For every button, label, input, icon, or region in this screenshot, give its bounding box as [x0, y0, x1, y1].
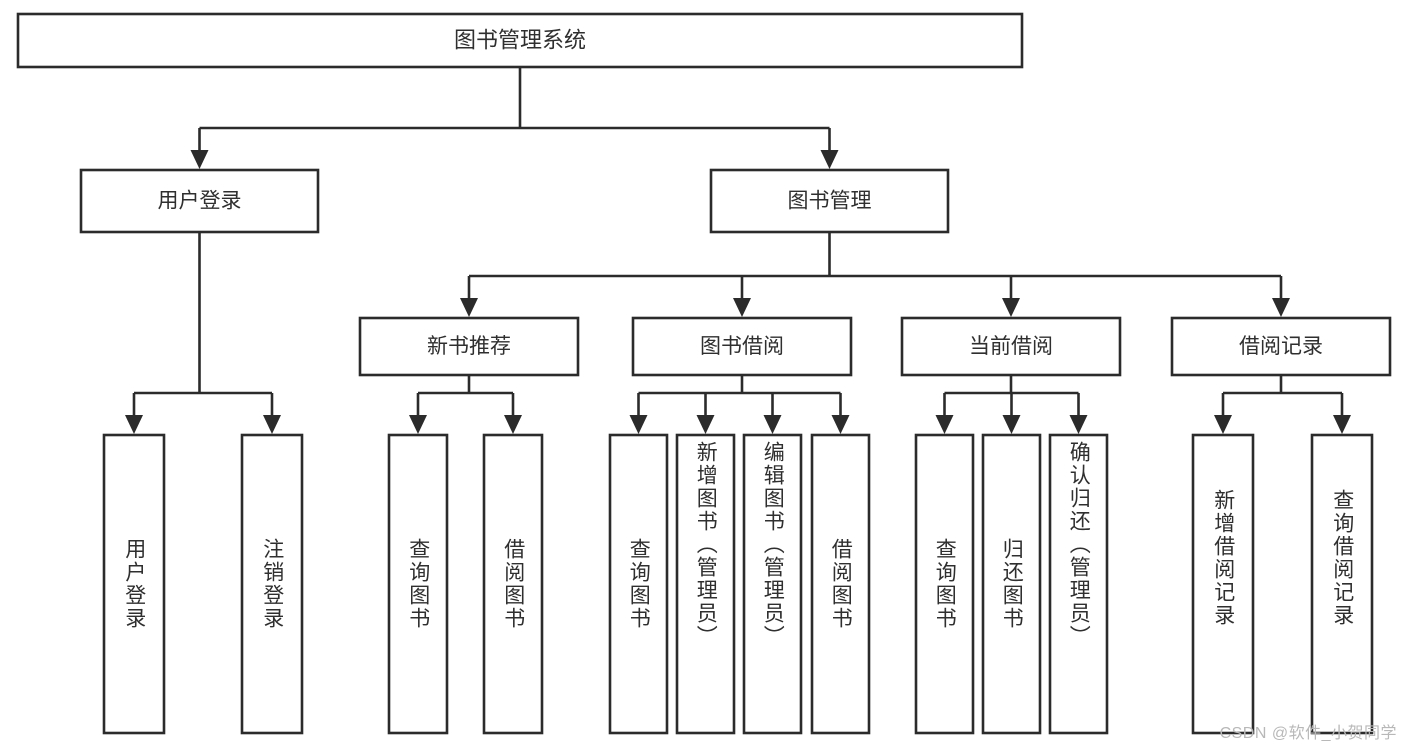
node-book-manage[interactable]: 图书管理	[709, 168, 950, 234]
arrow-head-icon	[125, 415, 143, 434]
node-leaf-user-logout[interactable]	[240, 433, 304, 735]
node-user-login[interactable]: 用户登录	[79, 168, 320, 234]
arrow-head-icon	[1272, 298, 1290, 317]
node-leaf-query-book-brw[interactable]	[608, 433, 669, 735]
node-label: 新书推荐	[427, 335, 511, 358]
node-box	[1310, 433, 1374, 735]
arrow-head-icon	[1002, 415, 1021, 434]
node-leaf-add-borrow-record[interactable]	[1191, 433, 1255, 735]
node-label: 当前借阅	[969, 335, 1053, 358]
arrow-head-icon	[820, 150, 839, 169]
node-leaf-user-login[interactable]	[102, 433, 166, 735]
node-box	[16, 12, 1024, 69]
node-box	[981, 433, 1042, 735]
arrow-head-icon	[504, 415, 522, 434]
node-box	[102, 433, 166, 735]
arrow-head-icon	[733, 298, 751, 317]
node-box	[914, 433, 975, 735]
arrow-head-icon	[263, 415, 281, 434]
node-label: 图书借阅	[700, 335, 784, 358]
node-label: 借阅记录	[1239, 335, 1323, 358]
arrow-head-icon	[460, 298, 478, 317]
node-leaf-borrow-book-rec[interactable]	[482, 433, 544, 735]
node-box	[387, 433, 449, 735]
node-new-book-rec[interactable]: 新书推荐	[358, 316, 580, 377]
node-label: 图书管理系统	[454, 27, 586, 52]
edges-layer	[125, 67, 1351, 434]
node-leaf-query-book-rec[interactable]	[387, 433, 449, 735]
arrow-head-icon	[1333, 415, 1351, 434]
arrow-head-icon	[831, 415, 850, 434]
node-box	[1048, 433, 1109, 735]
node-box	[358, 316, 580, 377]
node-label: 用户登录	[158, 190, 242, 213]
node-leaf-query-book-cur[interactable]	[914, 433, 975, 735]
node-leaf-add-book[interactable]	[675, 433, 736, 735]
arrow-head-icon	[1002, 298, 1020, 317]
node-label: 图书管理	[788, 190, 872, 213]
arrow-head-icon	[1069, 415, 1088, 434]
node-leaf-edit-book[interactable]	[742, 433, 803, 735]
arrow-head-icon	[190, 150, 209, 169]
node-box	[608, 433, 669, 735]
arrow-head-icon	[763, 415, 782, 434]
watermark-text: CSDN @软件_小贺同学	[1219, 725, 1397, 742]
node-leaf-return-book[interactable]	[981, 433, 1042, 735]
node-leaf-query-borrow-record[interactable]	[1310, 433, 1374, 735]
arrow-head-icon	[696, 415, 715, 434]
node-box	[900, 316, 1122, 377]
node-leaf-confirm-return[interactable]	[1048, 433, 1109, 735]
node-current-borrow[interactable]: 当前借阅	[900, 316, 1122, 377]
node-box	[675, 433, 736, 735]
arrow-head-icon	[629, 415, 648, 434]
node-box	[1191, 433, 1255, 735]
node-root[interactable]: 图书管理系统	[16, 12, 1024, 69]
node-box	[79, 168, 320, 234]
node-box	[482, 433, 544, 735]
node-box	[631, 316, 853, 377]
node-book-borrow[interactable]: 图书借阅	[631, 316, 853, 377]
arrow-head-icon	[409, 415, 427, 434]
arrow-head-icon	[1214, 415, 1232, 434]
node-box	[709, 168, 950, 234]
node-box	[742, 433, 803, 735]
node-leaf-borrow-book-brw[interactable]	[810, 433, 871, 735]
arrow-head-icon	[935, 415, 954, 434]
node-box	[240, 433, 304, 735]
node-box	[810, 433, 871, 735]
node-borrow-record[interactable]: 借阅记录	[1170, 316, 1392, 377]
node-box	[1170, 316, 1392, 377]
